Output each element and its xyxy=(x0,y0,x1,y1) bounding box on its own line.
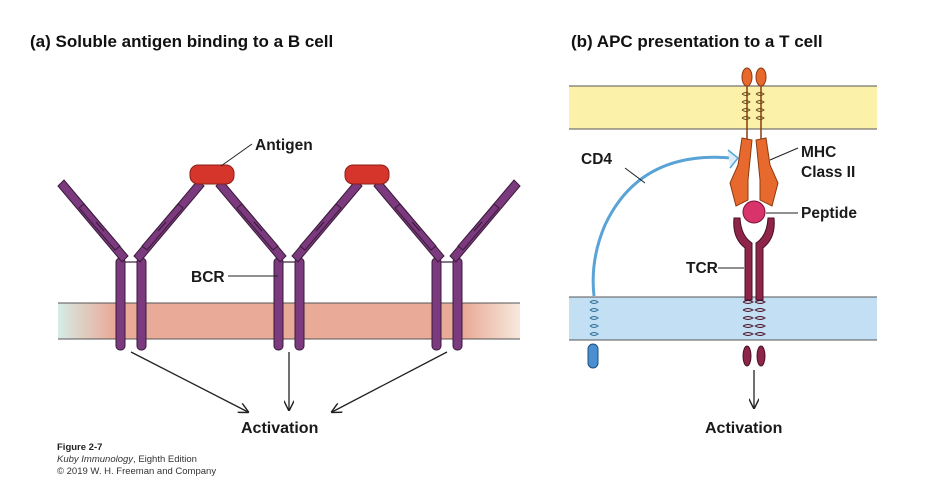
cd4-coreceptor xyxy=(587,149,740,369)
mhc-label-line1: MHC xyxy=(801,144,836,161)
panel-a-title: (a) Soluble antigen binding to a B cell xyxy=(30,32,333,51)
t-cell-membrane xyxy=(569,296,877,341)
bcr-label: BCR xyxy=(191,269,225,286)
copyright-notice: © 2019 W. H. Freeman and Company xyxy=(57,466,216,477)
book-title: Kuby Immunology xyxy=(57,454,134,465)
activation-arrow-left xyxy=(130,351,248,412)
b-cell-membrane xyxy=(58,302,520,340)
bcr-receptor-3 xyxy=(373,179,521,351)
panel-b-title: (b) APC presentation to a T cell xyxy=(571,32,823,51)
peptide-label: Peptide xyxy=(801,205,857,222)
antigen-label: Antigen xyxy=(255,137,313,154)
mhc-class-ii xyxy=(729,67,779,207)
book-edition: , Eighth Edition xyxy=(133,454,197,465)
apc-membrane xyxy=(569,85,877,130)
peptide xyxy=(742,200,766,224)
figure-number: Figure 2-7 xyxy=(57,442,102,453)
activation-arrow-right xyxy=(332,351,448,412)
tcr-receptor xyxy=(733,217,775,367)
cd4-label: CD4 xyxy=(581,151,612,168)
antigen-2 xyxy=(344,164,390,185)
bcr-receptor-1 xyxy=(57,179,205,351)
bcr-receptor-2 xyxy=(215,179,363,351)
mhc-label-line2: Class II xyxy=(801,164,855,181)
tcr-label: TCR xyxy=(686,260,718,277)
figure-source: Kuby Immunology, Eighth Edition xyxy=(57,454,197,465)
activation-label-b: Activation xyxy=(705,420,782,437)
antigen-1 xyxy=(189,164,235,185)
activation-label-a: Activation xyxy=(241,420,318,437)
